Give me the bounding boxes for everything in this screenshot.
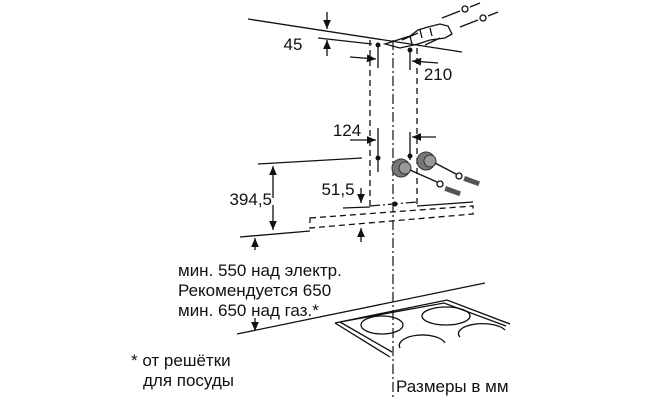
dim-210-label: 210 [424, 65, 452, 84]
ceiling-offset-line [317, 37, 373, 45]
ceiling-line [247, 18, 463, 53]
dim-51-5-label: 51,5 [321, 180, 354, 199]
units-note: Размеры в мм [396, 377, 509, 396]
dim-210-arrow-left [349, 54, 377, 63]
wall-plug-left-icon [391, 158, 462, 197]
wall-plug-level-line [257, 157, 363, 165]
dim-394-5-label: 394,5 [229, 190, 272, 209]
dim-210-arrow-right [411, 57, 439, 66]
footnote-line2: для посуды [143, 371, 234, 390]
dim-45-label: 45 [284, 35, 303, 54]
hood-outline [309, 205, 474, 229]
counter-line [236, 282, 486, 335]
note-min-electric: мин. 550 над электр. [178, 261, 342, 280]
wall-plug-right-icon [416, 151, 481, 187]
dim-124-label: 124 [333, 121, 361, 140]
hood-bottom-line [239, 230, 311, 238]
note-min-gas: мин. 650 над газ.* [178, 301, 319, 320]
footnote-line1: * от решётки [131, 351, 231, 370]
note-recommended: Рекомендуется 650 [178, 281, 331, 300]
ceiling-bracket-icon [382, 2, 499, 49]
cooktop-icon [334, 299, 511, 358]
